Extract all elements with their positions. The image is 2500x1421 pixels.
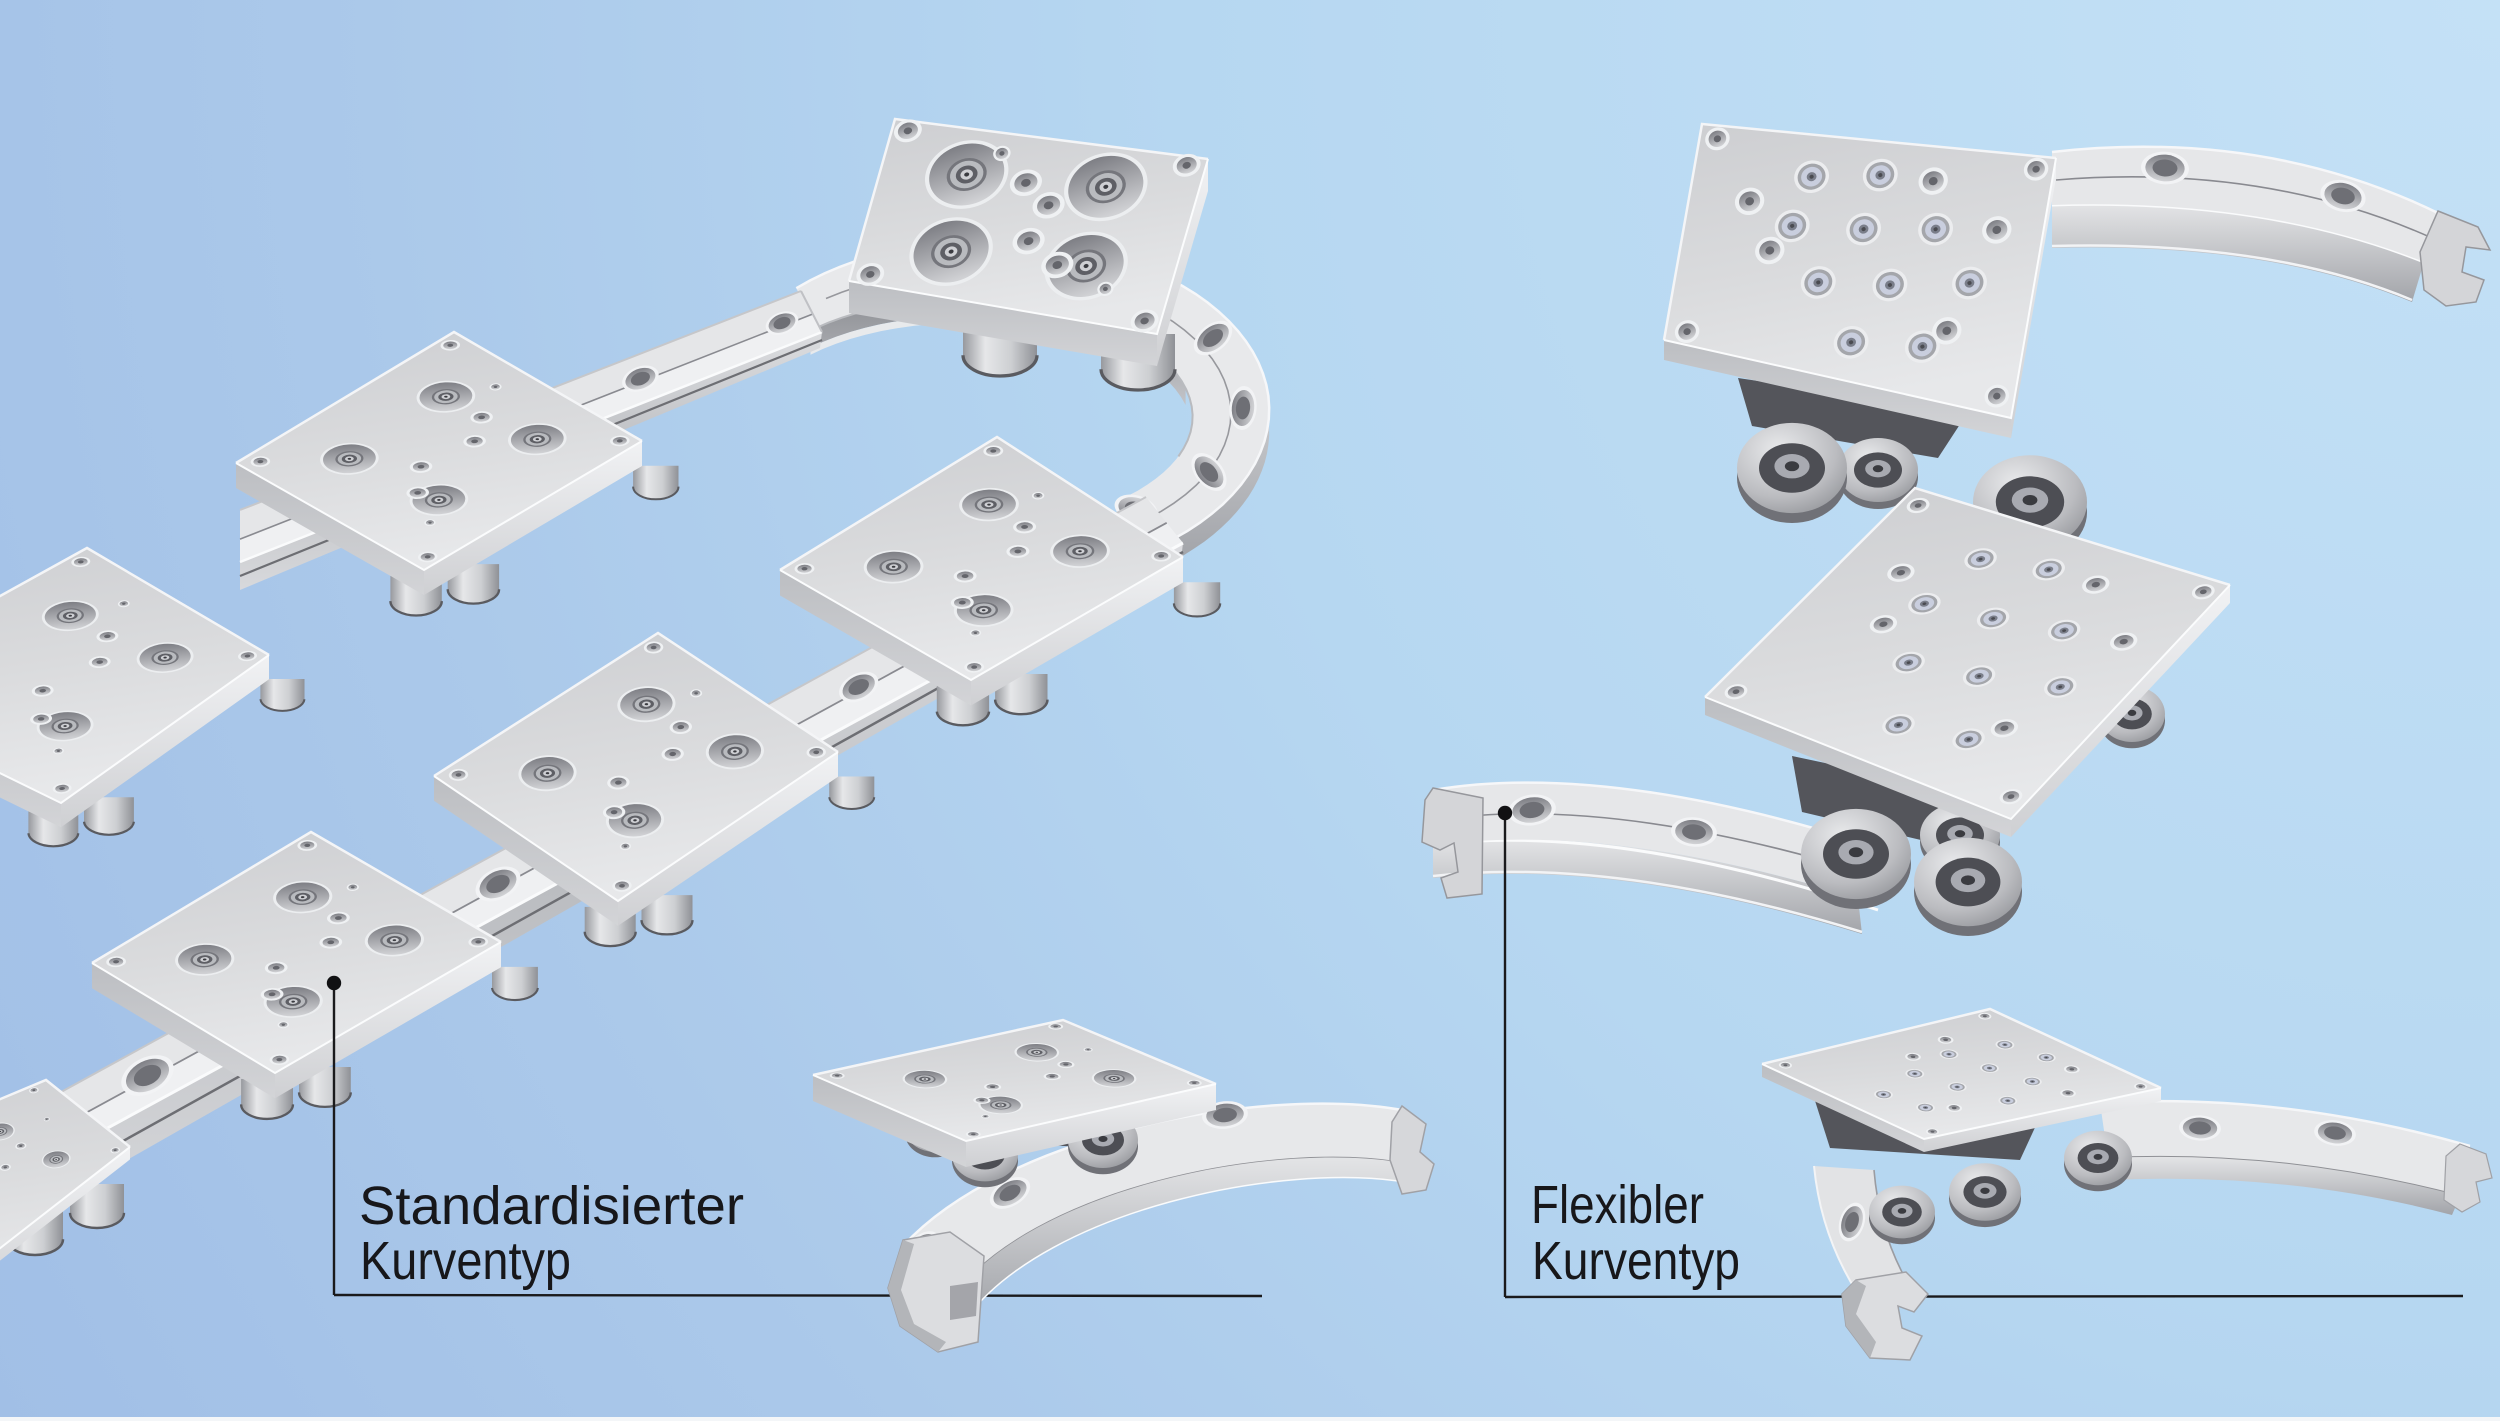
svg-text:Kurventyp: Kurventyp <box>360 1231 571 1291</box>
svg-text:Kurventyp: Kurventyp <box>1532 1231 1740 1291</box>
svg-text:Standardisierter: Standardisierter <box>359 1176 744 1236</box>
svg-text:Flexibler: Flexibler <box>1531 1175 1704 1235</box>
